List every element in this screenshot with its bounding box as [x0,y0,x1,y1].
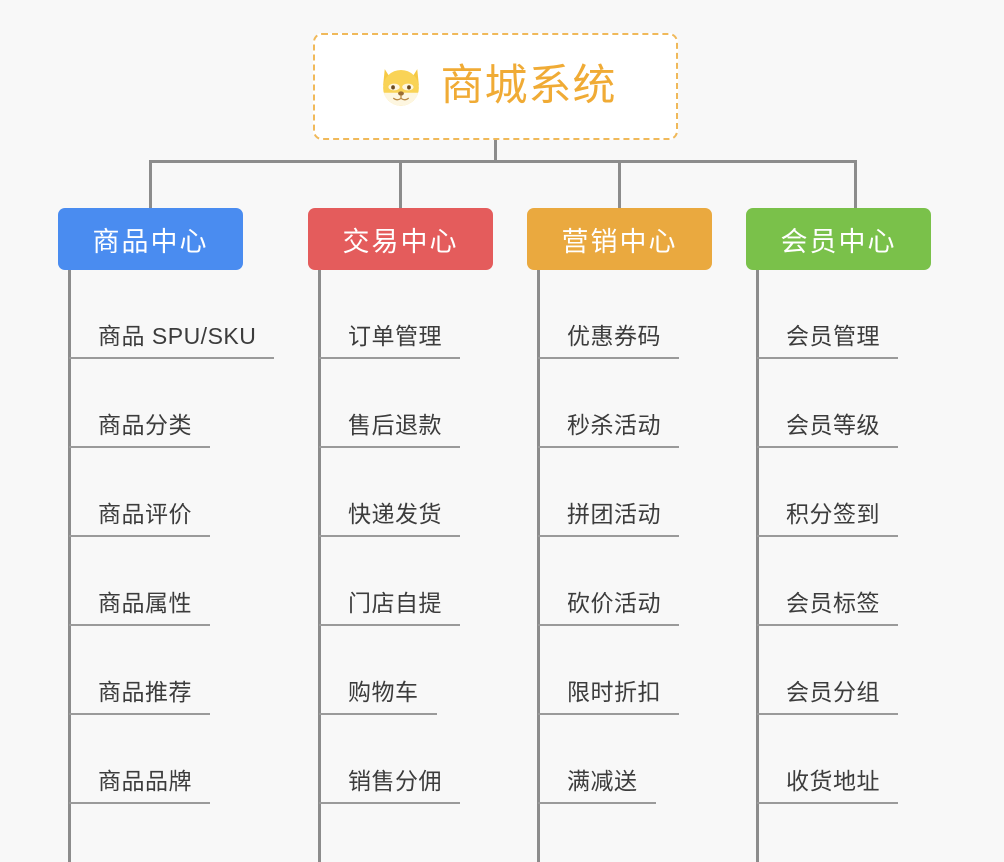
dog-face-icon [382,68,419,110]
branch-trade-center: 交易中心 订单管理 售后退款 快递发货 门店自提 购物车 销售分佣 [308,208,493,862]
list-item[interactable]: 秒杀活动 [527,359,712,448]
connector-drop-1 [399,160,402,208]
category-header-product-center[interactable]: 商品中心 [58,208,243,270]
list-item[interactable]: 砍价活动 [527,537,712,626]
leaf-label: 商品品牌 [98,767,192,794]
list-item[interactable]: 优惠券码 [527,270,712,359]
leaf-label: 积分签到 [786,500,880,527]
leaf-list-product-center: 商品 SPU/SKU 商品分类 商品评价 商品属性 商品推荐 商品品牌 [58,270,275,804]
leaf-label: 秒杀活动 [567,411,661,438]
list-item[interactable]: 快递发货 [308,448,493,537]
list-item[interactable]: 商品分类 [58,359,274,448]
leaf-label: 商品 SPU/SKU [98,322,257,349]
branch-member-center: 会员中心 会员管理 会员等级 积分签到 会员标签 会员分组 收货地址 [746,208,931,862]
leaf-label: 拼团活动 [567,500,661,527]
leaf-label: 商品属性 [98,589,192,616]
list-item[interactable]: 商品 SPU/SKU [58,270,275,359]
list-item[interactable]: 售后退款 [308,359,493,448]
leaf-label: 订单管理 [348,322,442,349]
leaf-label: 会员管理 [786,322,880,349]
list-item[interactable]: 会员标签 [746,537,931,626]
category-header-member-center[interactable]: 会员中心 [746,208,931,270]
category-label: 会员中心 [780,226,897,257]
leaf-label: 收货地址 [786,767,880,794]
list-item[interactable]: 购物车 [308,626,493,715]
list-item[interactable]: 拼团活动 [527,448,712,537]
list-item[interactable]: 收货地址 [746,715,931,804]
connector-horizontal-bus [149,160,857,163]
category-label: 营销中心 [561,226,678,257]
list-item[interactable]: 订单管理 [308,270,493,359]
connector-drop-0 [149,160,152,208]
list-item[interactable]: 商品评价 [58,448,274,537]
leaf-label: 会员标签 [786,589,880,616]
list-item[interactable]: 商品品牌 [58,715,274,804]
branch-spine [756,270,759,862]
connector-drop-2 [618,160,621,208]
leaf-label: 商品分类 [98,411,192,438]
list-item[interactable]: 门店自提 [308,537,493,626]
connector-drop-3 [854,160,857,208]
list-item[interactable]: 商品属性 [58,537,274,626]
leaf-label: 商品评价 [98,500,192,527]
leaf-label: 售后退款 [348,411,442,438]
leaf-label: 购物车 [348,678,419,705]
list-item[interactable]: 会员管理 [746,270,931,359]
category-label: 商品中心 [92,226,209,257]
leaf-label: 快递发货 [348,500,442,527]
leaf-list-marketing-center: 优惠券码 秒杀活动 拼团活动 砍价活动 限时折扣 满减送 [527,270,712,804]
leaf-label: 商品推荐 [98,678,192,705]
branch-spine [318,270,321,862]
leaf-label: 限时折扣 [567,678,661,705]
leaf-label: 优惠券码 [567,322,661,349]
list-item[interactable]: 商品推荐 [58,626,274,715]
list-item[interactable]: 会员分组 [746,626,931,715]
root-title: 商城系统 [440,62,617,110]
category-header-marketing-center[interactable]: 营销中心 [527,208,712,270]
connector-root-stem [494,140,497,163]
leaf-label: 销售分佣 [348,767,442,794]
leaf-list-member-center: 会员管理 会员等级 积分签到 会员标签 会员分组 收货地址 [746,270,931,804]
leaf-label: 门店自提 [348,589,442,616]
category-header-trade-center[interactable]: 交易中心 [308,208,493,270]
leaf-label: 砍价活动 [567,589,661,616]
list-item[interactable]: 积分签到 [746,448,931,537]
leaf-list-trade-center: 订单管理 售后退款 快递发货 门店自提 购物车 销售分佣 [308,270,493,804]
leaf-label: 满减送 [567,767,638,794]
root-node[interactable]: 商城系统 [313,33,678,140]
branch-spine [537,270,540,862]
branch-product-center: 商品中心 商品 SPU/SKU 商品分类 商品评价 商品属性 商品推荐 商品品牌 [58,208,275,862]
branch-spine [68,270,71,862]
leaf-label: 会员分组 [786,678,880,705]
list-item[interactable]: 限时折扣 [527,626,712,715]
category-label: 交易中心 [342,226,459,257]
list-item[interactable]: 会员等级 [746,359,931,448]
list-item[interactable]: 销售分佣 [308,715,493,804]
branch-marketing-center: 营销中心 优惠券码 秒杀活动 拼团活动 砍价活动 限时折扣 满减送 [527,208,712,862]
leaf-label: 会员等级 [786,411,880,438]
list-item[interactable]: 满减送 [527,715,712,804]
